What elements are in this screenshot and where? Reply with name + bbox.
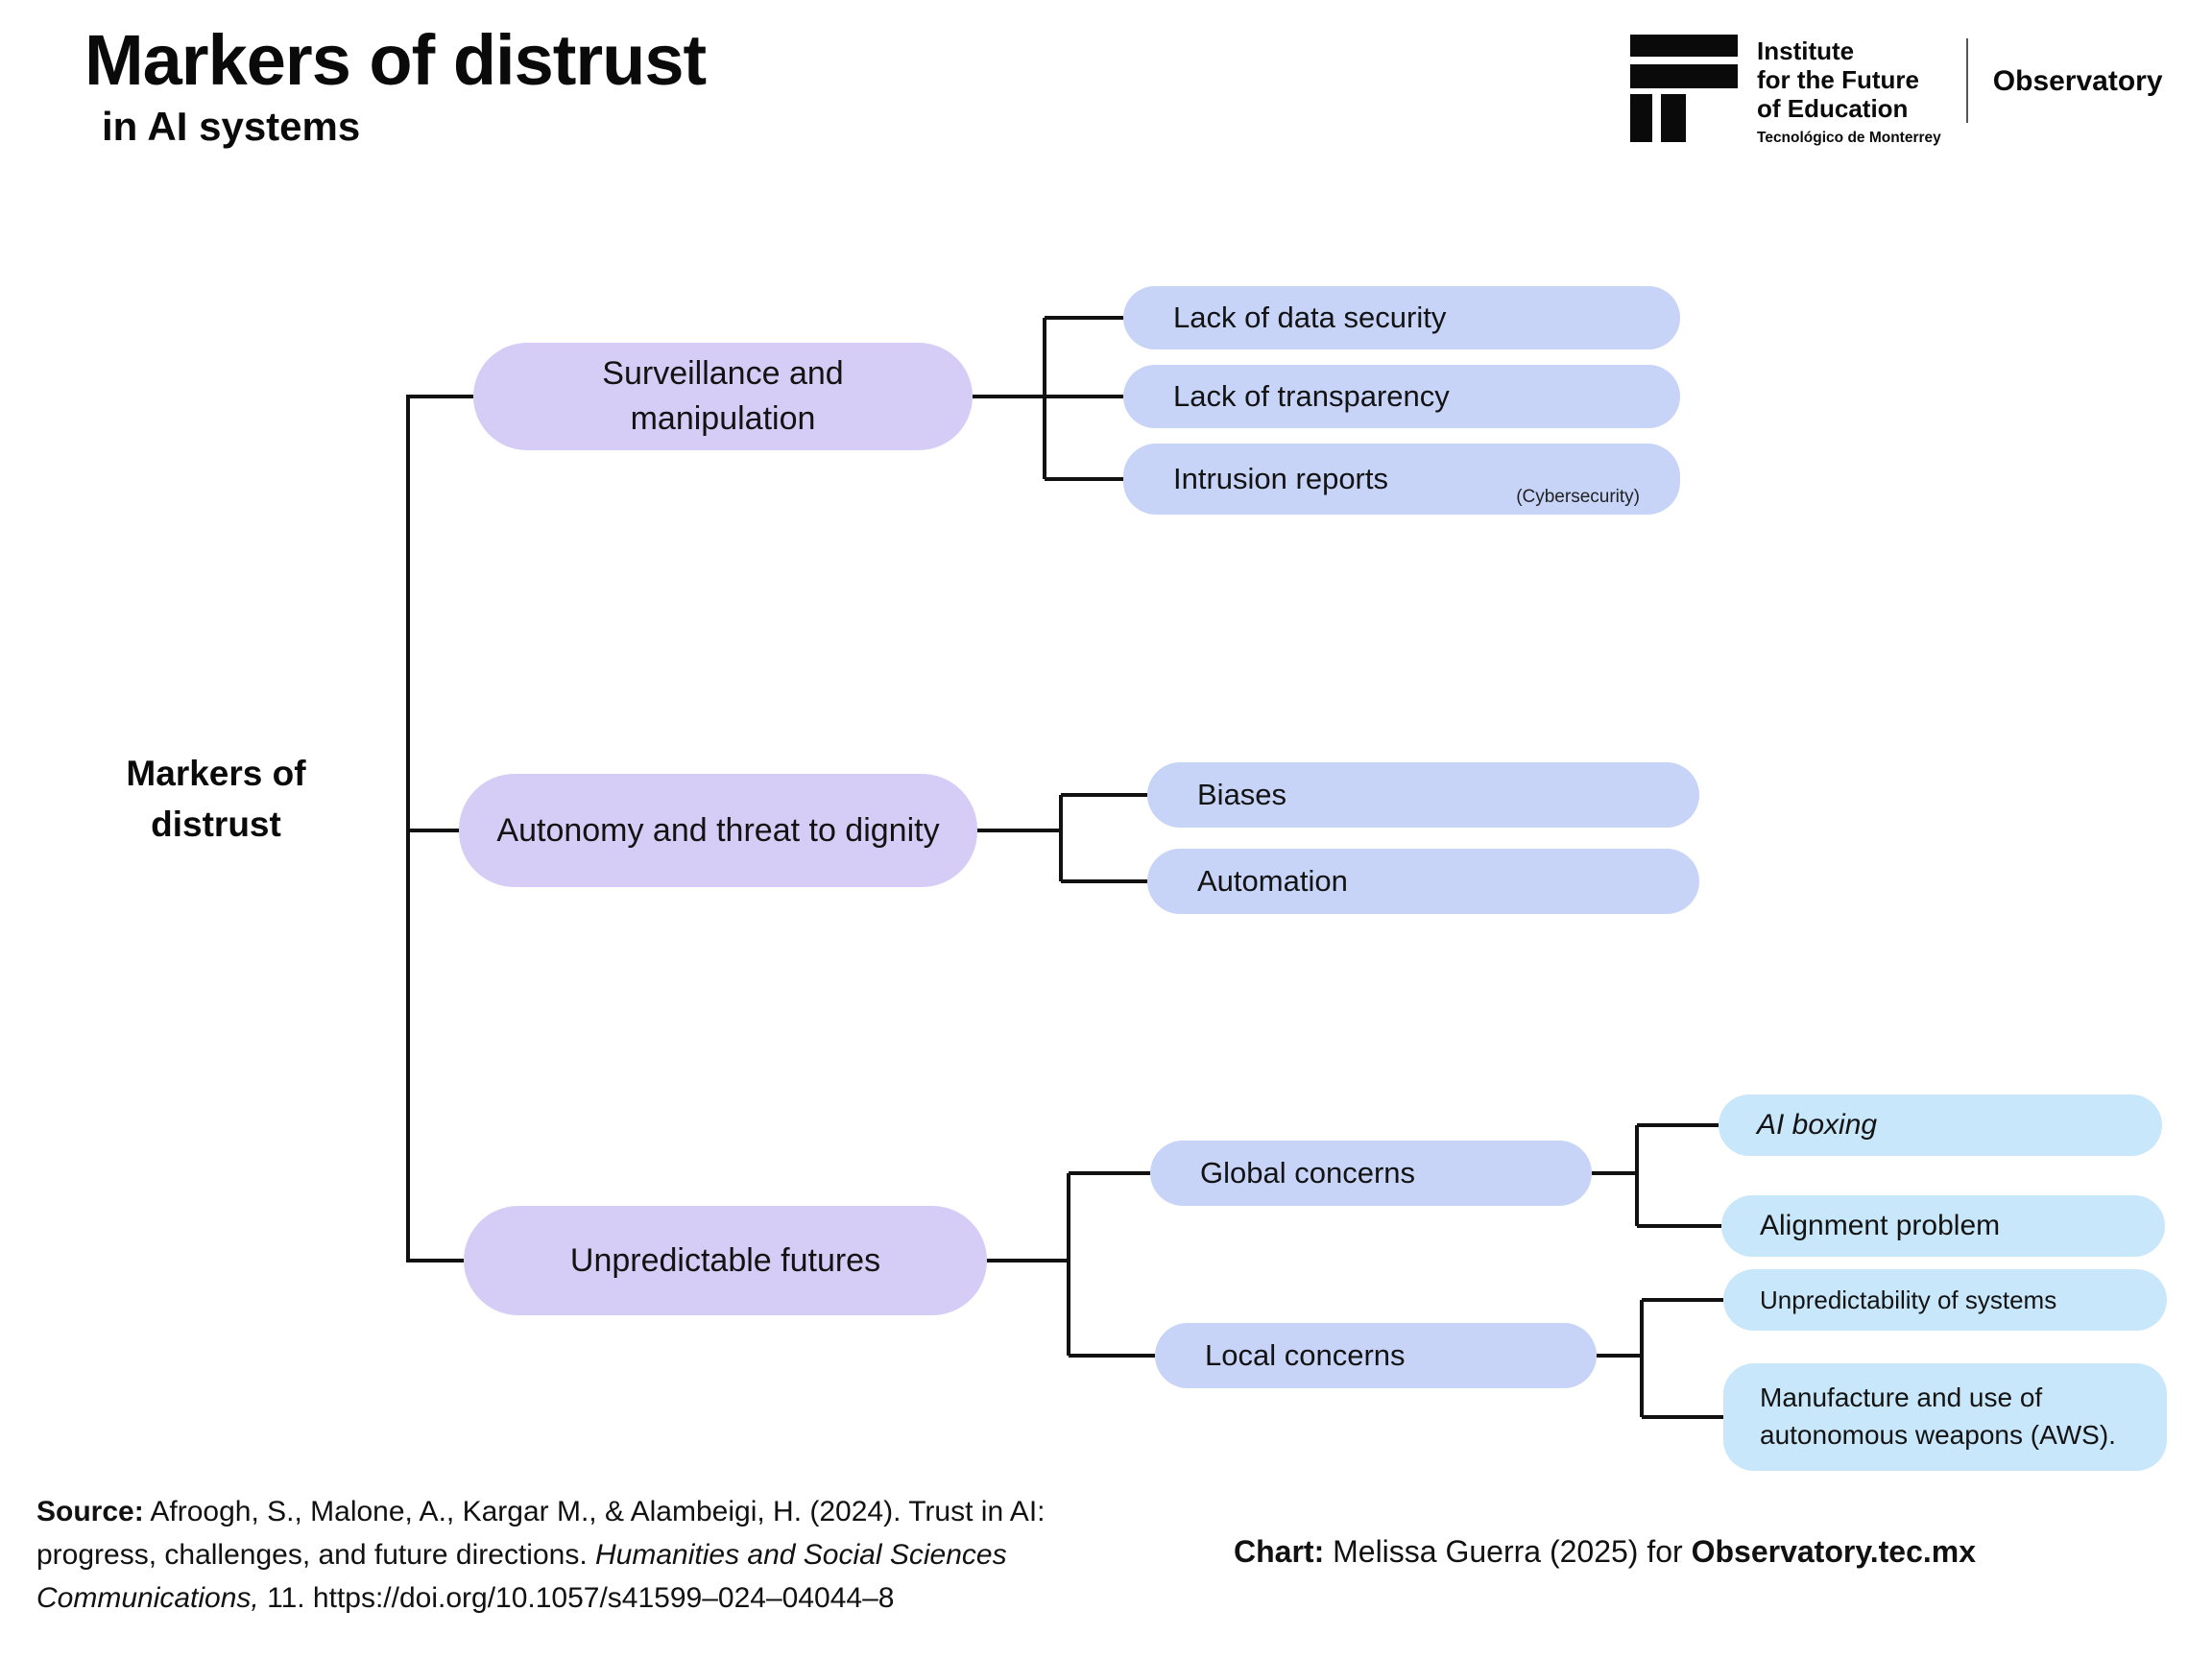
source-line1-text: Afroogh, S., Malone, A., Kargar M., & Al… [150, 1496, 1046, 1527]
leaf-node-automation: Automation [1147, 849, 1699, 914]
leaf-node-unpredictability-systems: Unpredictability of systems [1723, 1269, 2167, 1331]
source-line2-text: progress, challenges, and future directi… [36, 1539, 588, 1571]
leaf-node-transparency: Lack of transparency [1123, 365, 1680, 428]
credit-label: Chart: [1234, 1534, 1325, 1569]
branch-label: Autonomy and threat to dignity [496, 811, 940, 849]
logo-org-line1: Institute [1757, 36, 1855, 65]
root-node-line1: Markers of [126, 754, 306, 793]
root-node-line2: distrust [151, 804, 281, 844]
ife-logo-mark-icon [1630, 35, 1738, 142]
leaf-node-ai-boxing: AI boxing [1719, 1094, 2162, 1156]
source-journal-part2: Communications, [36, 1582, 259, 1614]
branch-node-autonomy: Autonomy and threat to dignity [459, 774, 977, 887]
source-line1: Source: Afroogh, S., Malone, A., Kargar … [36, 1490, 1208, 1533]
leaf-label: Biases [1197, 778, 1287, 811]
leaf-label: Alignment problem [1760, 1210, 2001, 1241]
source-line2: progress, challenges, and future directi… [36, 1533, 1208, 1576]
leaf-node-intrusion-reports: Intrusion reports (Cybersecurity) [1123, 444, 1680, 515]
leaf-label: Intrusion reports [1173, 462, 1388, 495]
leaf-label: Lack of data security [1173, 301, 1447, 334]
leaf-node-data-security: Lack of data security [1123, 286, 1680, 349]
leaf-label: Manufacture and use of autonomous weapon… [1760, 1382, 2116, 1450]
root-node: Markers of distrust [72, 749, 360, 850]
credit-brand: Observatory.tec.mx [1691, 1534, 1977, 1569]
logo-divider [1965, 38, 1968, 123]
leaf-node-biases: Biases [1147, 762, 1699, 828]
leaf-label: Lack of transparency [1173, 379, 1450, 413]
branch-label: Surveillance and manipulation [602, 355, 844, 437]
branch-node-surveillance: Surveillance and manipulation [473, 343, 973, 450]
group-node-local-concerns: Local concerns [1155, 1323, 1597, 1388]
connector-local-bracket [1597, 1298, 1723, 1419]
connector-branch1-bracket [973, 316, 1123, 481]
source-journal-part1: Humanities and Social Sciences [595, 1539, 1007, 1571]
leaf-note-cybersecurity: (Cybersecurity) [1516, 487, 1640, 507]
leaf-node-autonomous-weapons: Manufacture and use of autonomous weapon… [1723, 1363, 2167, 1471]
logo-org-line2: for the Future [1757, 65, 1919, 95]
source-label: Source: [36, 1496, 144, 1527]
source-line3: Communications, 11. https://doi.org/10.1… [36, 1576, 1208, 1620]
page-title: Markers of distrust [84, 20, 707, 100]
group-label: Local concerns [1205, 1338, 1406, 1372]
leaf-label: AI boxing [1757, 1109, 1878, 1141]
source-citation: Source: Afroogh, S., Malone, A., Kargar … [36, 1490, 1208, 1620]
leaf-label: Unpredictability of systems [1760, 1285, 2057, 1314]
logo-brand: Observatory [1992, 65, 2163, 97]
chart-credit: Chart: Melissa Guerra (2025) for Observa… [1234, 1534, 1976, 1570]
credit-text: Melissa Guerra (2025) for [1333, 1534, 1683, 1569]
group-node-global-concerns: Global concerns [1150, 1141, 1592, 1206]
connector-global-bracket [1592, 1123, 1721, 1228]
branch-label: Unpredictable futures [569, 1241, 881, 1279]
logo-org-name: Institute for the Future of Education Te… [1757, 36, 1941, 147]
branch-node-unpredictable-futures: Unpredictable futures [464, 1206, 987, 1315]
source-doi: 11. https://doi.org/10.1057/s41599–024–0… [267, 1582, 895, 1614]
group-label: Global concerns [1200, 1156, 1416, 1190]
logo-org-subname: Tecnológico de Monterrey [1757, 130, 1941, 147]
page-subtitle: in AI systems [102, 104, 361, 149]
logo: Institute for the Future of Education Te… [1630, 35, 2163, 147]
leaf-label: Automation [1197, 864, 1348, 898]
leaf-node-alignment-problem: Alignment problem [1721, 1195, 2165, 1257]
logo-org-line3: of Education [1757, 94, 1909, 124]
connector-branch3-bracket [987, 1171, 1155, 1358]
connector-branch2-bracket [977, 793, 1147, 883]
